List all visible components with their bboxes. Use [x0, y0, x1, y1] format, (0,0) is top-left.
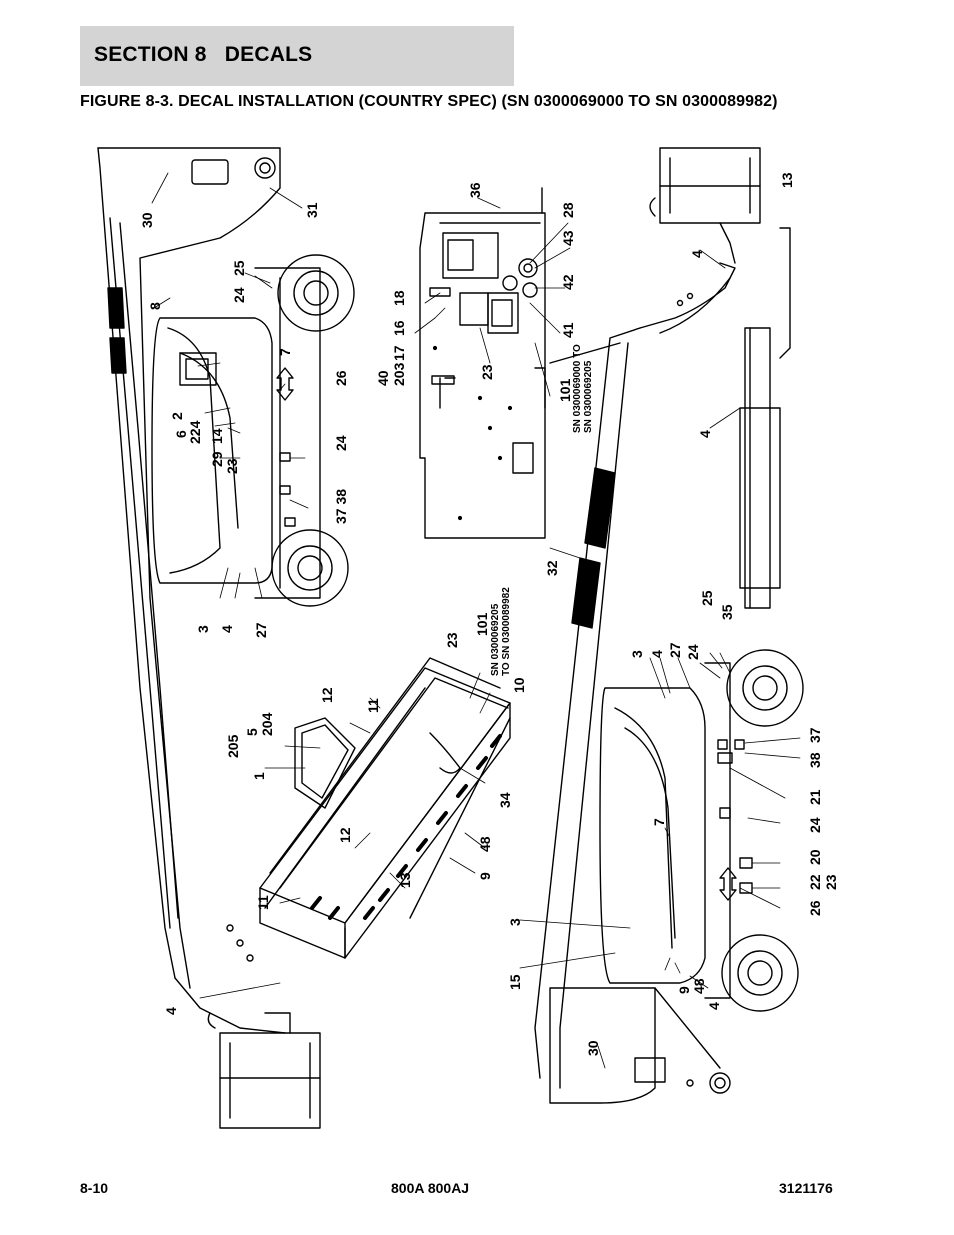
callout: 36	[467, 182, 483, 198]
callout: 26	[333, 370, 349, 386]
callout: 35	[719, 604, 735, 620]
callout: 23	[224, 458, 240, 474]
callout: 4	[649, 650, 665, 658]
callout: 16	[391, 320, 407, 336]
callout: 224	[187, 420, 203, 444]
callout: 9	[477, 872, 493, 880]
callout: 43	[560, 230, 576, 246]
callout: 10	[511, 677, 527, 693]
drawing-artwork	[97, 147, 804, 1129]
callout: 37 38	[333, 488, 349, 524]
callout: 14	[209, 428, 225, 444]
callout: 13	[779, 172, 795, 188]
callout: 26	[807, 900, 823, 916]
callout: 38	[807, 752, 823, 768]
callout: 21	[807, 789, 823, 805]
platform-basket	[259, 657, 511, 959]
callout: 4	[697, 430, 713, 438]
callout: 15	[507, 974, 523, 990]
callout: 101	[557, 378, 573, 402]
callout: 48	[691, 978, 707, 994]
callout: 1	[251, 772, 267, 780]
callout: 48	[477, 836, 493, 852]
callout: 7	[651, 818, 667, 826]
callout: 5	[244, 728, 260, 736]
callout: 42	[560, 274, 576, 290]
callout: 9	[676, 986, 692, 994]
callout: 11	[365, 698, 381, 713]
section-number: SECTION 8	[94, 43, 207, 66]
callout: 203	[391, 362, 407, 386]
section-title: SECTION 8 DECALS	[94, 43, 312, 67]
document-number: 3121176	[779, 1180, 833, 1196]
callout: 4	[706, 1002, 722, 1010]
serial-range-note: SN 0300069205 TO SN 0300089982	[490, 587, 512, 676]
figure-title: FIGURE 8-3. DECAL INSTALLATION (COUNTRY …	[80, 93, 778, 110]
callout: 12	[319, 687, 335, 703]
leader-lines	[151, 172, 801, 1069]
callout: 25	[699, 590, 715, 606]
turntable-panel	[419, 187, 546, 539]
callout-layer: 30 31 8 24 25 7 26 2 6 224 14 29 23 24 3…	[80, 128, 874, 1168]
page-number: 8-10	[80, 1180, 109, 1196]
callout: 18	[391, 290, 407, 306]
callout: 13	[397, 872, 413, 888]
model-name: 800A 800AJ	[391, 1180, 470, 1196]
left-machine	[97, 147, 355, 1129]
callout: 27	[253, 622, 269, 638]
serial-range-note: SN 0300069000 TO SN 0300069205	[572, 344, 594, 433]
callout: 24	[807, 817, 823, 833]
callout: 24	[685, 644, 701, 660]
section-header: SECTION 8 DECALS	[80, 26, 514, 86]
callout: 28	[560, 202, 576, 218]
callout: 12	[337, 827, 353, 843]
callout: 31	[304, 202, 320, 218]
callout: 3	[629, 650, 645, 658]
callout: 41	[560, 322, 576, 338]
callout: 23	[444, 632, 460, 648]
callout: 34	[497, 792, 513, 808]
callout: 22	[807, 874, 823, 890]
callout: 25	[231, 260, 247, 276]
decal-installation-drawing: 30 31 8 24 25 7 26 2 6 224 14 29 23 24 3…	[80, 128, 874, 1168]
callout: 3	[507, 918, 523, 926]
callout: 20	[807, 849, 823, 865]
callout: 17	[391, 345, 407, 361]
callout: 29	[209, 451, 225, 467]
callout: 8	[147, 302, 163, 310]
callout: 11	[255, 895, 271, 910]
callout: 4	[219, 625, 235, 633]
callout: 23	[823, 874, 839, 890]
callout: 2	[169, 412, 185, 420]
callout: 32	[544, 560, 560, 576]
callout: 37	[807, 727, 823, 743]
callout: 30	[585, 1040, 601, 1056]
callout: 40	[375, 370, 391, 386]
section-name: DECALS	[224, 43, 313, 66]
callout: 7	[277, 348, 293, 356]
callout: 4	[163, 1007, 179, 1015]
callout: 30	[139, 212, 155, 228]
callout: 205	[225, 734, 241, 758]
callout: 204	[259, 712, 275, 736]
callout: 24	[333, 435, 349, 451]
callout: 4	[689, 250, 705, 258]
callout: 3	[195, 625, 211, 633]
callout: 23	[479, 364, 495, 380]
callout: 101	[474, 612, 490, 636]
callout: 27	[667, 642, 683, 658]
callout: 24	[231, 287, 247, 303]
callout: 6	[173, 430, 189, 438]
